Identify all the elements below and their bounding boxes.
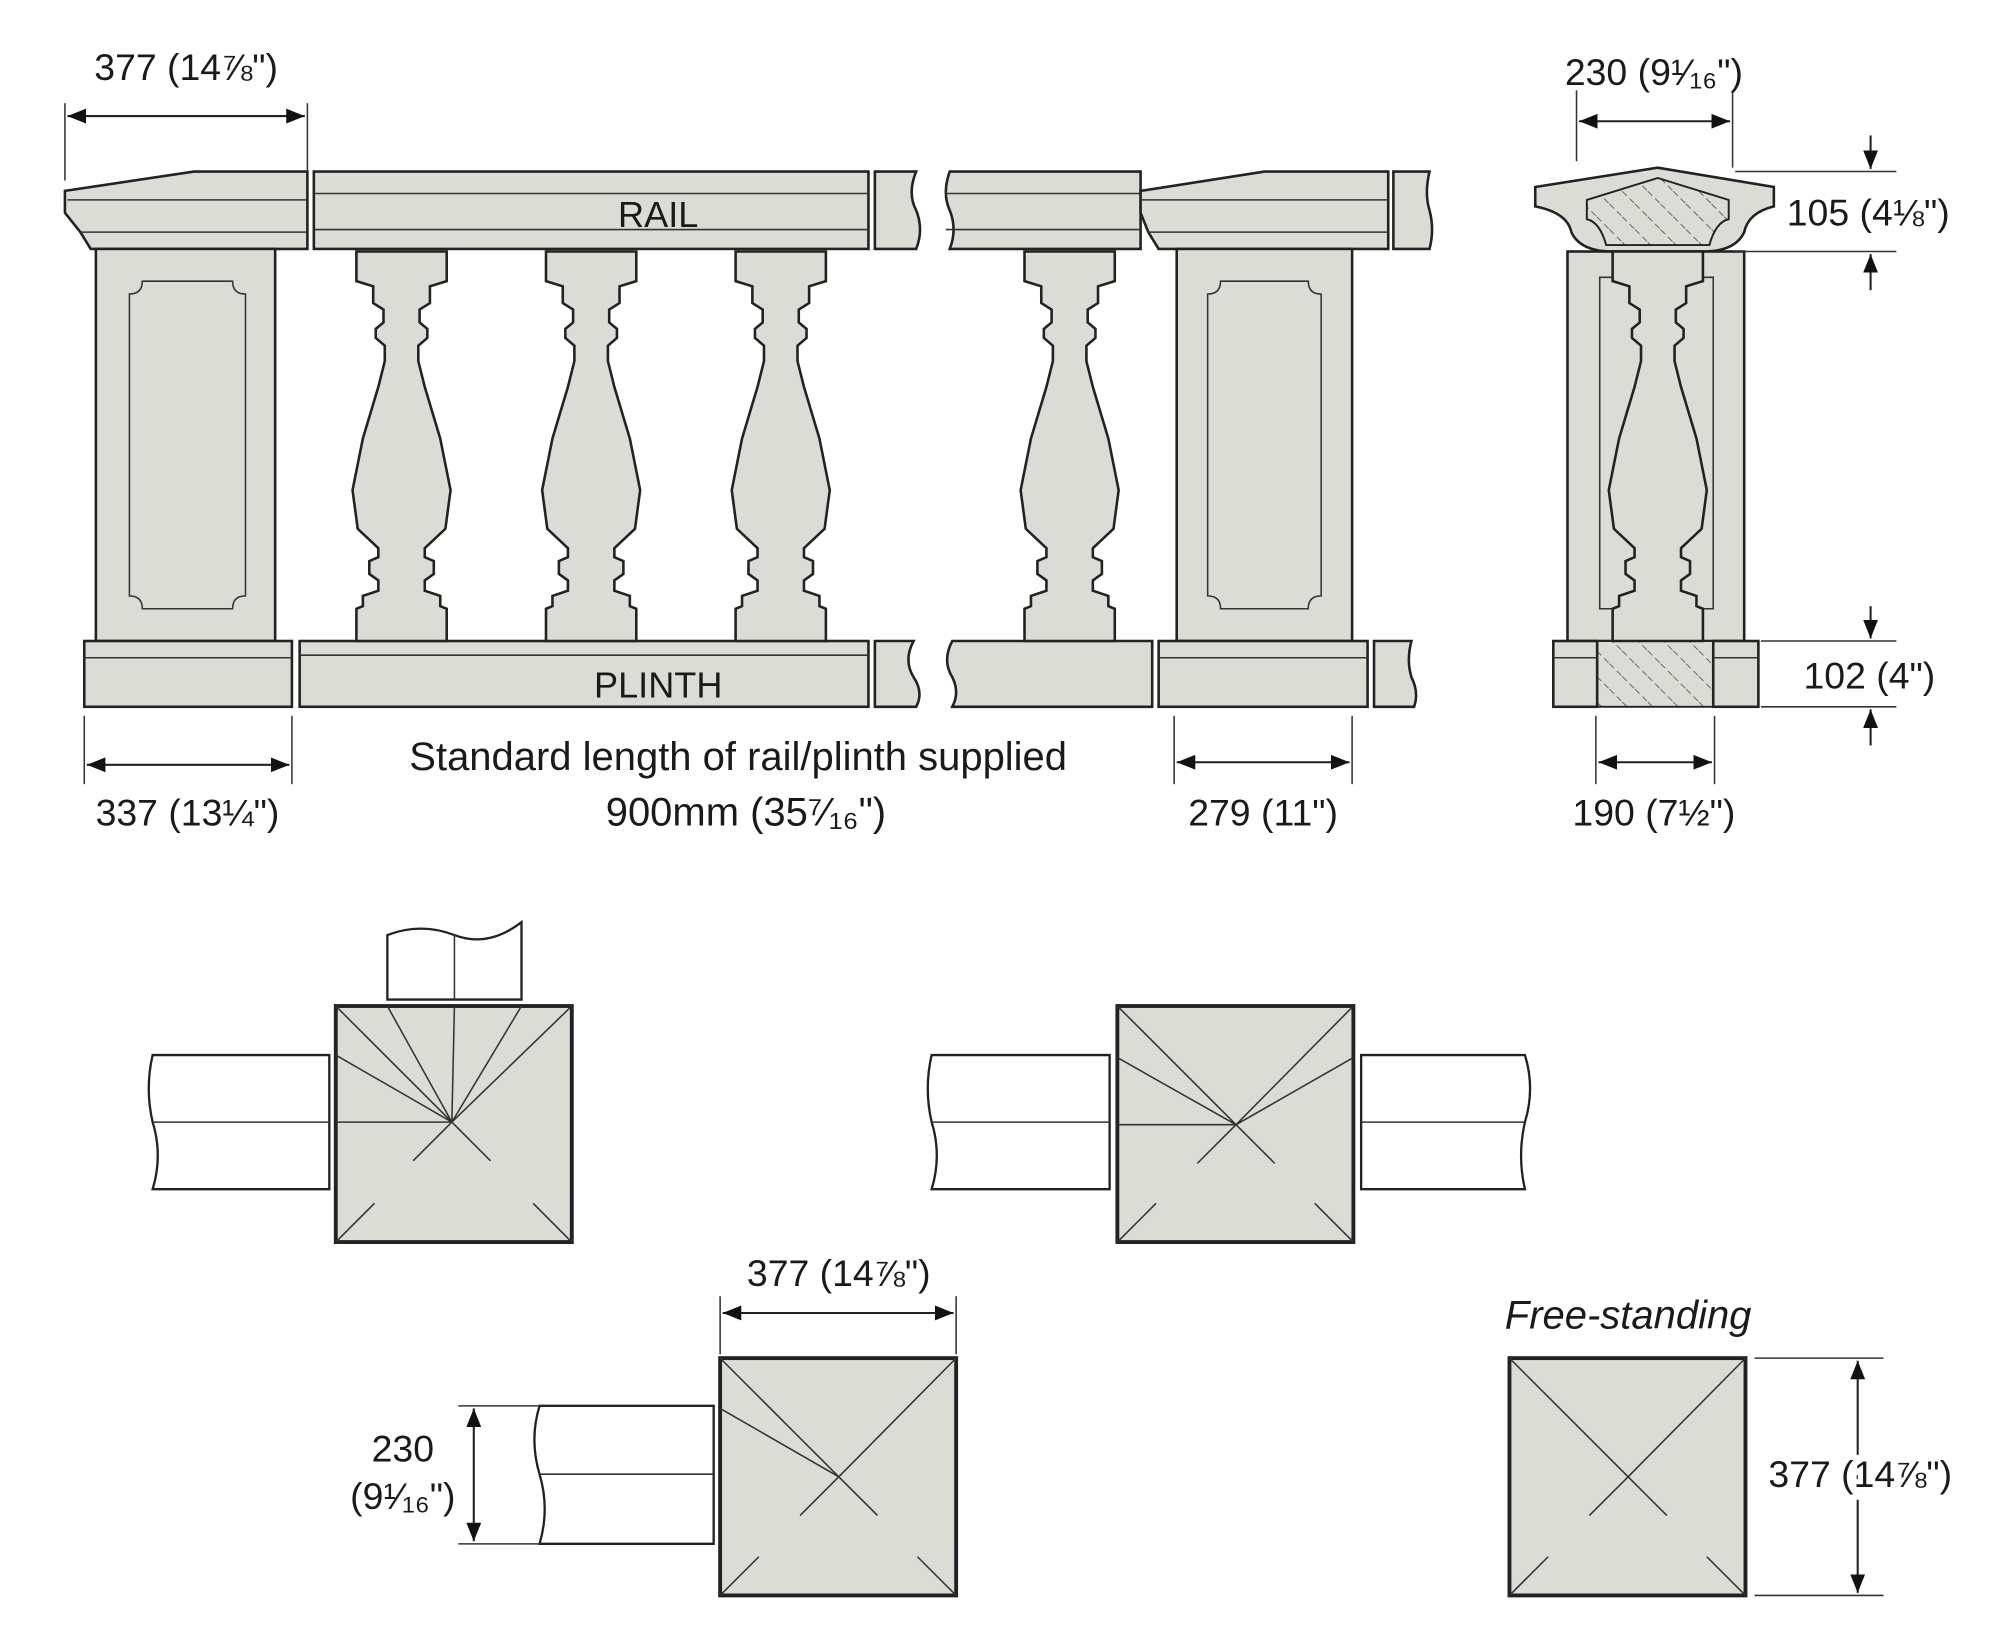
right-post — [1139, 170, 1434, 709]
baluster — [540, 250, 642, 643]
plan-free-standing: Free-standing 377 (14⅞") — [1505, 1293, 1957, 1598]
standard-length-value: 900mm (35⁷⁄₁₆") — [606, 790, 886, 834]
section-baluster — [1607, 250, 1709, 643]
baluster — [1607, 250, 1709, 643]
rail-height-label: 105 (4⅛") — [1787, 192, 1950, 234]
standard-length-caption: Standard length of rail/plinth supplied — [409, 735, 1067, 779]
rail: RAIL — [312, 170, 1142, 251]
rail-width-inches: (9¹⁄₁₆") — [350, 1475, 455, 1517]
post-body-width-label: 279 (11") — [1188, 791, 1338, 833]
plinth-height-label: 102 (4") — [1804, 655, 1936, 697]
plinth-width-label: 190 (7½") — [1572, 791, 1735, 833]
rail-label: RAIL — [618, 194, 698, 235]
baluster — [1019, 250, 1120, 643]
free-standing-label: Free-standing — [1505, 1293, 1752, 1337]
post-width-label: 377 (14⅞") — [747, 1252, 931, 1294]
rail-width-value: 230 — [372, 1427, 434, 1469]
balusters — [351, 250, 1120, 643]
plan-corner — [147, 919, 574, 1244]
baluster — [730, 250, 832, 643]
elevation-view: RAIL PLINTH 377 (14⅞") 337 (13¼") Standa… — [63, 46, 1434, 834]
free-standing-height-label: 377 (14⅞") — [1768, 1453, 1952, 1495]
left-post — [63, 170, 309, 709]
plinth-label: PLINTH — [594, 665, 722, 706]
plan-intermediate — [926, 1004, 1532, 1244]
post-cap-width-label: 377 (14⅞") — [94, 46, 278, 88]
plan-end: 230 (9¹⁄₁₆") 377 (14⅞") — [350, 1252, 959, 1598]
rail-width-label: 230 (9¹⁄₁₆") — [1565, 51, 1743, 93]
post-base-width-label: 337 (13¼") — [96, 791, 280, 833]
baluster — [351, 250, 452, 643]
section-view: 230 (9¹⁄₁₆") 105 (4⅛") 102 (4") 190 (7½"… — [1533, 51, 1950, 833]
